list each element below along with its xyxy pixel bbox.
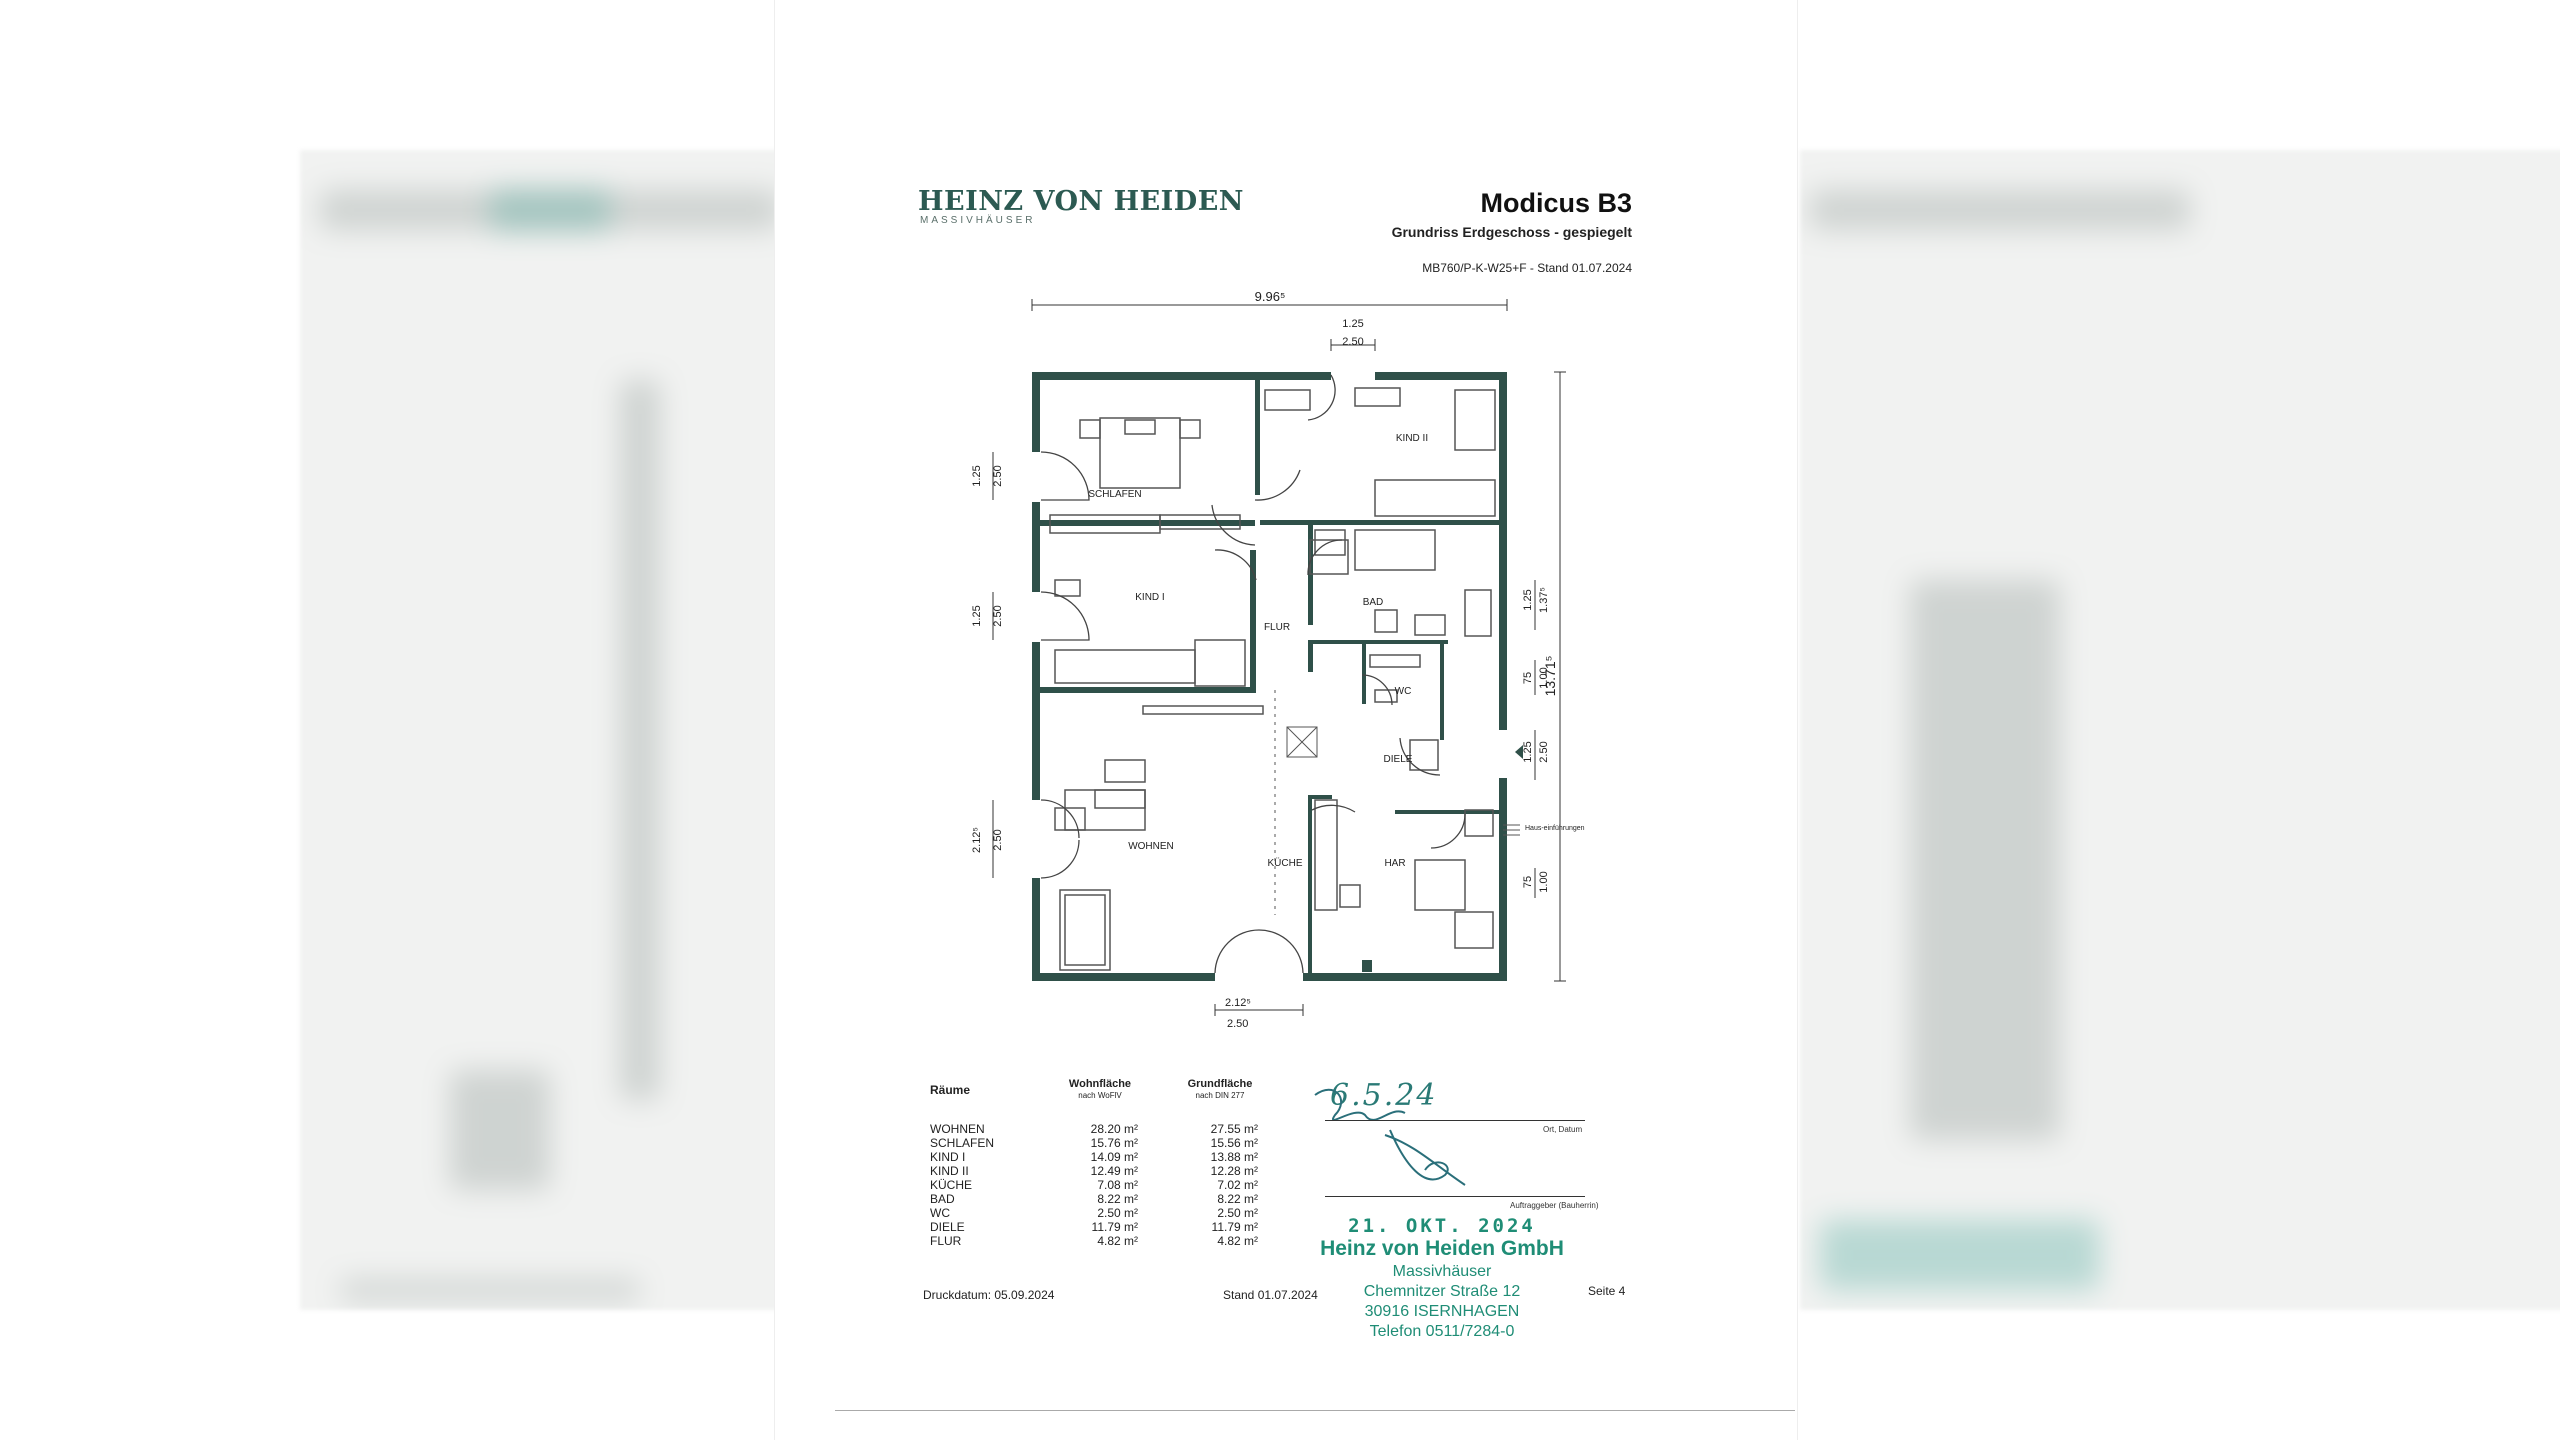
table-cell-name: WC bbox=[930, 1206, 950, 1220]
header-grundflaeche-sub: nach DIN 277 bbox=[1195, 1091, 1245, 1100]
stamp-line3: 30916 ISERNHAGEN bbox=[1364, 1303, 1520, 1320]
footer-druckdatum: Druckdatum: 05.09.2024 bbox=[923, 1288, 1055, 1302]
floor-plan: SCHLAFEN KIND I KIND II FLUR BAD WC DIEL… bbox=[971, 289, 1585, 1030]
table-cell-wohn: 28.20 m² bbox=[1090, 1122, 1138, 1136]
table-cell-grund: 2.50 m² bbox=[1217, 1206, 1258, 1220]
ort-datum-line bbox=[1325, 1120, 1585, 1121]
header-grundflaeche-label: Grundfläche bbox=[1187, 1078, 1253, 1090]
dim-left3-b: 2.50 bbox=[992, 829, 1004, 850]
table-cell-grund: 13.88 m² bbox=[1210, 1150, 1258, 1164]
handwritten-signature bbox=[1314, 1088, 1466, 1186]
header-wohnflaeche-sub: nach WoFlV bbox=[1078, 1091, 1122, 1100]
room-label-kind2: KIND II bbox=[1396, 433, 1428, 444]
table-cell-wohn: 4.82 m² bbox=[1097, 1234, 1138, 1248]
dim-right1-a: 1.25 bbox=[1522, 589, 1534, 610]
dim-top-window-b: 2.50 bbox=[1342, 336, 1363, 348]
dim-top-window-a: 1.25 bbox=[1342, 318, 1363, 330]
dim-width-total: 9.96⁵ bbox=[1255, 289, 1286, 304]
header-rooms: Räume bbox=[930, 1083, 971, 1097]
table-cell-wohn: 12.49 m² bbox=[1090, 1164, 1138, 1178]
plan-subtitle: Grundriss Erdgeschoss - gespiegelt bbox=[1391, 224, 1632, 240]
dim-left1-a: 1.25 bbox=[971, 465, 983, 486]
table-cell-wohn: 2.50 m² bbox=[1097, 1206, 1138, 1220]
dim-right4-b: 1.00 bbox=[1538, 871, 1550, 892]
background-blur-right bbox=[1800, 150, 2560, 1310]
room-label-wc: WC bbox=[1395, 686, 1412, 697]
stamp-line4: Telefon 0511/7284-0 bbox=[1369, 1323, 1515, 1340]
room-label-kueche: KÜCHE bbox=[1267, 857, 1302, 869]
stamp-date: 21. OKT. 2024 bbox=[1348, 1215, 1536, 1237]
dim-right3-b: 2.50 bbox=[1538, 741, 1550, 762]
table-cell-name: BAD bbox=[930, 1192, 955, 1206]
table-cell-name: KIND I bbox=[930, 1150, 966, 1164]
dim-bottom-window-a: 2.12⁵ bbox=[1225, 997, 1251, 1009]
dim-right2-a: 75 bbox=[1522, 672, 1534, 684]
handwritten-date: 6.5.24 bbox=[1330, 1078, 1438, 1113]
table-cell-grund: 8.22 m² bbox=[1217, 1192, 1258, 1206]
table-cell-name: FLUR bbox=[930, 1234, 962, 1248]
logo-tagline: MASSIVHÄUSER bbox=[920, 215, 1036, 226]
dim-right2-b: 1.00 bbox=[1538, 667, 1550, 688]
dim-left2-b: 2.50 bbox=[992, 605, 1004, 626]
dim-right4-a: 75 bbox=[1522, 876, 1534, 888]
stamp-company: Heinz von Heiden GmbH bbox=[1320, 1237, 1564, 1260]
table-cell-grund: 15.56 m² bbox=[1210, 1136, 1258, 1150]
table-cell-grund: 12.28 m² bbox=[1210, 1164, 1258, 1178]
table-cell-wohn: 14.09 m² bbox=[1090, 1150, 1138, 1164]
dim-height-total: 13.71⁵ bbox=[1542, 656, 1558, 697]
table-cell-grund: 4.82 m² bbox=[1217, 1234, 1258, 1248]
company-logo: HEINZ VON HEIDEN MASSIVHÄUSER bbox=[918, 186, 1244, 226]
stamp-line1: Massivhäuser bbox=[1392, 1263, 1492, 1280]
plan-code: MB760/P-K-W25+F - Stand 01.07.2024 bbox=[1422, 261, 1632, 275]
room-label-wohnen: WOHNEN bbox=[1128, 841, 1174, 852]
footer-stand: Stand 01.07.2024 bbox=[1223, 1288, 1318, 1302]
room-label-diele: DIELE bbox=[1384, 754, 1413, 765]
table-cell-wohn: 11.79 m² bbox=[1091, 1220, 1138, 1234]
company-stamp: 21. OKT. 2024 Heinz von Heiden GmbH Mass… bbox=[1297, 1215, 1587, 1341]
table-cell-grund: 7.02 m² bbox=[1217, 1178, 1258, 1192]
ort-datum-label: Ort, Datum bbox=[1543, 1125, 1583, 1134]
header-grundflaeche: Grundfläche nach DIN 277 bbox=[1170, 1078, 1270, 1102]
room-label-flur: FLUR bbox=[1264, 622, 1290, 633]
table-cell-wohn: 7.08 m² bbox=[1097, 1178, 1138, 1192]
dim-left1-b: 2.50 bbox=[992, 465, 1004, 486]
room-label-kind1: KIND I bbox=[1135, 592, 1164, 603]
dim-bottom-window-b: 2.50 bbox=[1227, 1018, 1248, 1030]
stamp-line2: Chemnitzer Straße 12 bbox=[1363, 1283, 1521, 1300]
table-cell-grund: 11.79 m² bbox=[1211, 1220, 1258, 1234]
room-label-har: HAR bbox=[1384, 858, 1405, 869]
dim-left3-a: 2.12⁵ bbox=[971, 827, 983, 853]
document-page: HEINZ VON HEIDEN MASSIVHÄUSER Modicus B3… bbox=[775, 0, 1797, 1440]
footer-seite: Seite 4 bbox=[1588, 1284, 1626, 1298]
dim-left2-a: 1.25 bbox=[971, 605, 983, 626]
label-haus-einfuehrungen: Haus-einführungen bbox=[1525, 825, 1585, 832]
table-cell-name: SCHLAFEN bbox=[930, 1136, 995, 1150]
logo-wordmark: HEINZ VON HEIDEN bbox=[918, 186, 1244, 217]
table-cell-name: KÜCHE bbox=[930, 1178, 973, 1192]
dim-right3-a: 1.25 bbox=[1522, 741, 1534, 762]
header-wohnflaeche: Wohnfläche nach WoFlV bbox=[1050, 1078, 1150, 1102]
room-label-schlafen: SCHLAFEN bbox=[1088, 489, 1141, 500]
table-cell-name: DIELE bbox=[930, 1220, 965, 1234]
auftraggeber-line bbox=[1325, 1196, 1585, 1197]
table-cell-wohn: 15.76 m² bbox=[1090, 1136, 1138, 1150]
table-cell-name: KIND II bbox=[930, 1164, 969, 1178]
house-model-title: Modicus B3 bbox=[1480, 188, 1632, 218]
table-cell-grund: 27.55 m² bbox=[1210, 1122, 1258, 1136]
page-bottom-edge bbox=[835, 1410, 1795, 1411]
room-label-bad: BAD bbox=[1363, 597, 1384, 608]
auftraggeber-label: Auftraggeber (Bauherrin) bbox=[1510, 1201, 1599, 1210]
header-wohnflaeche-label: Wohnfläche bbox=[1068, 1078, 1132, 1090]
dim-right1-b: 1.37⁵ bbox=[1538, 587, 1550, 613]
table-cell-wohn: 8.22 m² bbox=[1097, 1192, 1138, 1206]
table-cell-name: WOHNEN bbox=[930, 1122, 985, 1136]
